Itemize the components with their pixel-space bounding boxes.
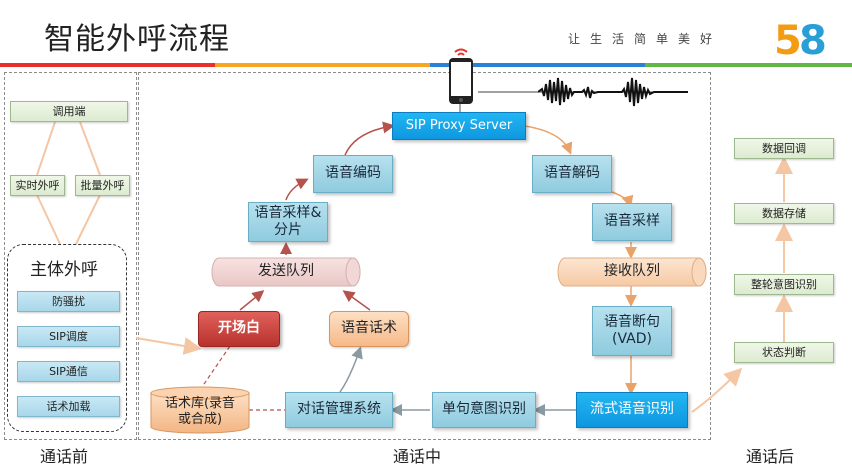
phone-icon [446, 44, 476, 106]
script-loading-item: 话术加载 [17, 396, 120, 417]
audio-waveform [538, 77, 688, 107]
recv-queue-label: 接收队列 [604, 263, 660, 280]
voice-script-box: 语音话术 [329, 311, 409, 347]
58-logo: 5 8 [772, 16, 832, 64]
svg-text:8: 8 [799, 18, 827, 60]
header-stripe-orange [215, 63, 430, 67]
realtime-call-box: 实时外呼 [10, 175, 65, 196]
phase-after-label: 通话后 [746, 447, 795, 466]
status-judgement-box: 状态判断 [734, 342, 834, 363]
phase-during-label: 通话中 [393, 447, 442, 466]
script-library-label: 话术库(录音 或合成) [164, 395, 236, 427]
voice-sample-box: 语音采样 [592, 203, 672, 241]
voice-encode-box: 语音编码 [313, 155, 393, 193]
intent-recognition-box: 单句意图识别 [432, 392, 536, 428]
page-title: 智能外呼流程 [44, 22, 230, 57]
brand-slogan: 让生活简单美好 [568, 32, 723, 46]
main-call-group [7, 244, 127, 432]
batch-call-box: 批量外呼 [75, 175, 130, 196]
voice-decode-box: 语音解码 [532, 155, 612, 193]
session-intent-box: 整轮意图识别 [734, 274, 834, 295]
script-library-cylinder [150, 386, 250, 434]
header-stripe-green [645, 63, 852, 67]
data-storage-box: 数据存储 [734, 203, 834, 224]
data-callback-box: 数据回调 [734, 138, 834, 159]
before-call-frame [4, 72, 137, 440]
during-call-frame [138, 72, 711, 440]
voice-sample-split-box: 语音采样& 分片 [248, 202, 328, 242]
stream-asr-box: 流式语音识别 [576, 392, 688, 428]
anti-harassment-item: 防骚扰 [17, 291, 120, 312]
header-stripe-red [0, 63, 215, 67]
sip-dispatch-item: SIP调度 [17, 326, 120, 347]
sip-communication-item: SIP通信 [17, 361, 120, 382]
sip-proxy-server-box: SIP Proxy Server [392, 112, 526, 140]
dialog-management-box: 对话管理系统 [285, 392, 393, 428]
phase-before-label: 通话前 [40, 447, 89, 466]
vad-box: 语音断句 (VAD) [592, 306, 672, 356]
svg-text:5: 5 [774, 18, 802, 60]
send-queue-cylinder [211, 257, 361, 287]
send-queue-label: 发送队列 [258, 263, 314, 280]
main-call-title: 主体外呼 [30, 260, 98, 280]
opening-speech-box: 开场白 [198, 311, 280, 347]
recv-queue-cylinder [557, 257, 707, 287]
caller-box: 调用端 [10, 101, 128, 122]
header-stripe-blue [430, 63, 645, 67]
